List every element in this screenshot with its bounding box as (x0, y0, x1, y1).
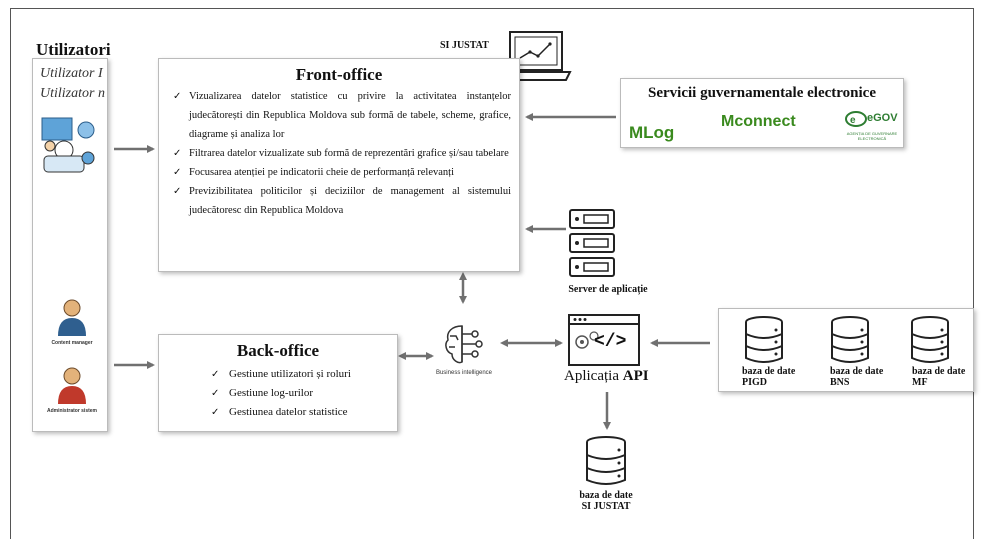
db-mf-line2: MF (912, 377, 928, 388)
back-office-list: Gestiune utilizatori și roluri Gestiune … (211, 365, 397, 422)
user-n-label: Utilizator n (40, 86, 105, 101)
db-pigd-line2: PIGD (742, 377, 767, 388)
justat-database-icon (586, 436, 626, 485)
db-mf-label: baza de date MF (912, 366, 965, 388)
business-intelligence-label: Business intelligence (435, 370, 493, 376)
db-pigd-line1: baza de date (742, 366, 796, 377)
db-bns-line1: baza de date (830, 366, 884, 377)
server-label: Server de aplicație (568, 284, 648, 295)
db-pigd-label: baza de date PIGD (742, 366, 795, 388)
database-icon (745, 316, 783, 363)
api-label-prefix: Aplicația (564, 368, 623, 384)
justat-db-line1: baza de date (579, 490, 633, 501)
mlog-logo: MLog (629, 123, 675, 142)
front-office-item: Previzibilitatea politicilor și deciziil… (171, 182, 511, 220)
users-illustration-icon (41, 117, 95, 173)
svg-text:e: e (850, 115, 856, 126)
business-intelligence-icon (445, 325, 483, 364)
db-mf-line1: baza de date (912, 366, 966, 377)
back-office-item: Gestiune log-urilor (211, 384, 397, 403)
administrator-label: Administrator sistem (46, 408, 97, 414)
server-icon (569, 209, 615, 277)
database-icons (745, 316, 949, 363)
db-bns-label: baza de date BNS (830, 366, 883, 388)
gov-services-box: Servicii guvernamentale electronice MLog… (620, 78, 904, 148)
front-office-item: Filtrarea datelor vizualizate sub formă … (171, 144, 511, 163)
api-window-icon (568, 314, 640, 366)
front-office-list: Vizualizarea datelor statistice cu privi… (171, 87, 511, 220)
front-office-box: Front-office Vizualizarea datelor statis… (158, 58, 520, 272)
justat-database-label: baza de date SI JUSTAT (556, 490, 656, 512)
users-title: Utilizatori (36, 40, 111, 59)
api-label: Aplicația API (564, 368, 649, 385)
front-office-item: Focusarea atenției pe indicatorii cheie … (171, 163, 511, 182)
content-manager-icon (58, 299, 86, 336)
back-office-title: Back-office (236, 341, 320, 360)
content-manager-label: Content manager (51, 340, 93, 346)
api-code-glyph: </> (594, 332, 627, 352)
database-icon (831, 316, 869, 363)
diagram-frame (10, 8, 974, 539)
system-label: SI JUSTAT (440, 40, 489, 51)
front-office-title: Front-office (295, 65, 383, 84)
database-icon (911, 316, 949, 363)
back-office-box: Back-office Gestiune utilizatori și rolu… (158, 334, 398, 432)
api-label-suffix: API (622, 368, 649, 384)
egov-logo: eGOV (867, 112, 898, 124)
back-office-item: Gestiune utilizatori și roluri (211, 365, 397, 384)
back-office-item: Gestiunea datelor statistice (211, 403, 397, 422)
justat-db-line2: SI JUSTAT (581, 501, 631, 512)
user-1-label: Utilizator I (40, 66, 103, 81)
db-bns-line2: BNS (830, 377, 850, 388)
administrator-icon (58, 367, 86, 404)
gov-services-title: Servicii guvernamentale electronice (648, 85, 876, 101)
egov-subtitle: AGENȚIA DE GUVERNARE ELECTRONICĂ (846, 131, 898, 141)
front-office-item: Vizualizarea datelor statistice cu privi… (171, 87, 511, 144)
egov-emblem-icon: e (845, 111, 867, 127)
mconnect-logo: Mconnect (721, 113, 796, 130)
